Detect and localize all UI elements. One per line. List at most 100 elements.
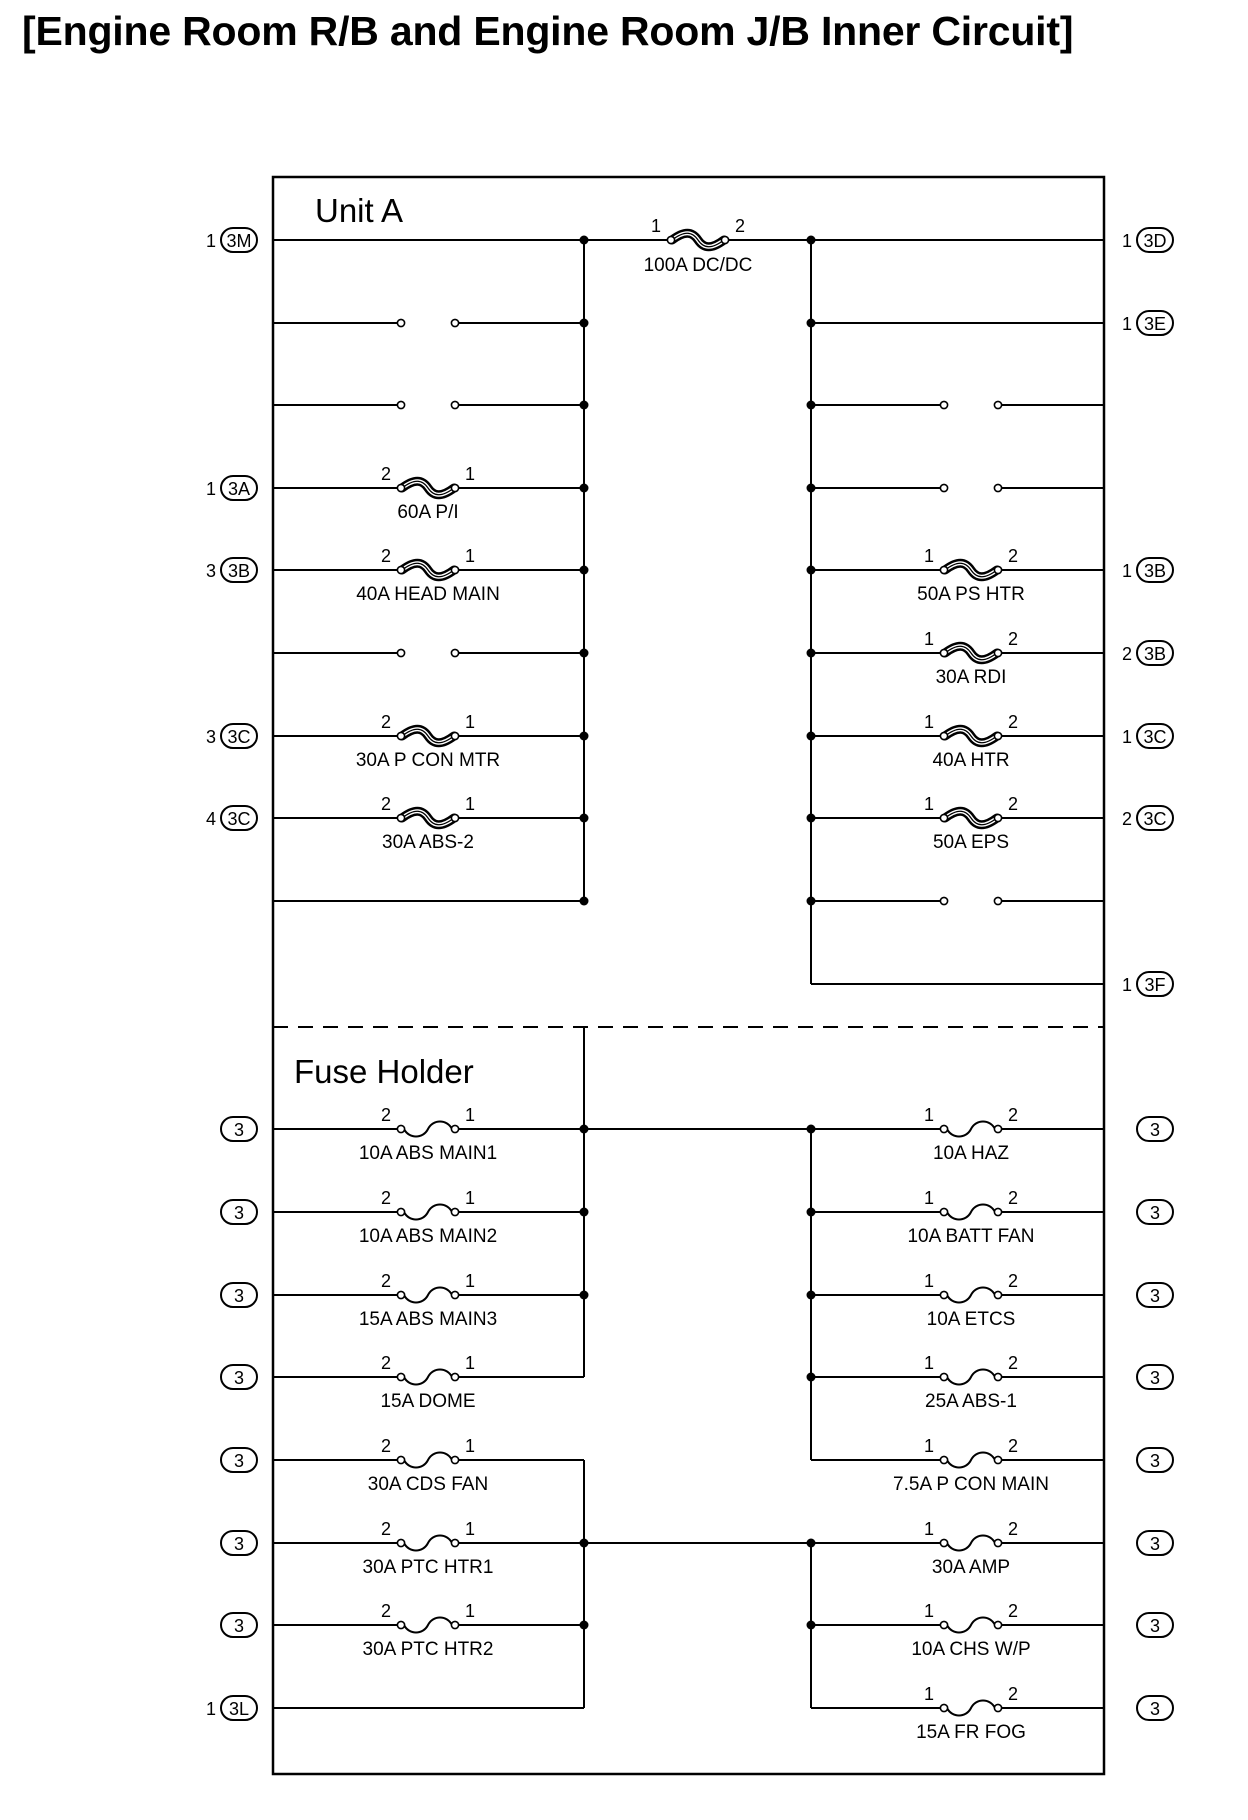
junction-dot (806, 1207, 816, 1217)
fuse-label: 10A HAZ (933, 1143, 1009, 1164)
connector (220, 475, 258, 501)
terminal (993, 1290, 1003, 1300)
connector-code: 3 (234, 1120, 244, 1140)
connector-code: 3 (1150, 1203, 1160, 1223)
junction-dot (579, 1124, 589, 1134)
connector-pin-number: 1 (1122, 314, 1132, 334)
fuse-pin-number: 1 (465, 464, 475, 484)
fuse-pin-number: 2 (1008, 794, 1018, 814)
fuse-element (403, 1451, 453, 1469)
terminal (939, 1538, 949, 1548)
connector (1136, 1199, 1174, 1225)
terminal (993, 1455, 1003, 1465)
fuse-pin-number: 2 (1008, 712, 1018, 732)
fuse-pin-number: 2 (381, 546, 391, 566)
junction-dot (806, 483, 816, 493)
terminal (450, 1207, 460, 1217)
fuse-pin-number: 1 (924, 1519, 934, 1539)
unit-frame (271, 175, 1106, 1776)
fuse-element (403, 1534, 453, 1552)
terminal (720, 235, 730, 245)
fuse-element (946, 1699, 996, 1717)
junction-dot (579, 400, 589, 410)
connector-code: 3M (226, 231, 251, 251)
fuse-label: 30A RDI (936, 667, 1007, 688)
terminal (450, 1290, 460, 1300)
fuse-pin-number: 1 (465, 1105, 475, 1125)
terminal (993, 400, 1003, 410)
fuse-element (403, 1616, 453, 1634)
fuse-pin-number: 1 (465, 1271, 475, 1291)
terminal (396, 318, 406, 328)
junction-dot (579, 565, 589, 575)
junction-dot (579, 483, 589, 493)
fuse-label: 10A ABS MAIN1 (359, 1143, 497, 1164)
fuse-label: 50A PS HTR (917, 584, 1025, 605)
connector (1136, 1116, 1174, 1142)
fuse-pin-number: 1 (465, 1353, 475, 1373)
fuse-pin-number: 2 (1008, 629, 1018, 649)
fuse-label: 10A BATT FAN (907, 1226, 1034, 1247)
connector-pin-number: 1 (1122, 975, 1132, 995)
connector-pin-number: 4 (206, 809, 216, 829)
fuse-label: 15A DOME (380, 1391, 475, 1412)
terminal (993, 648, 1003, 658)
terminal (450, 813, 460, 823)
terminal (450, 483, 460, 493)
connector (1136, 1364, 1174, 1390)
fuse-pin-number: 1 (465, 1436, 475, 1456)
fuse-label: 25A ABS-1 (925, 1391, 1017, 1412)
terminal (396, 1455, 406, 1465)
page-title: [Engine Room R/B and Engine Room J/B Inn… (22, 8, 1074, 54)
fuse-pin-number: 1 (924, 794, 934, 814)
fuse-label: 15A ABS MAIN3 (359, 1309, 497, 1330)
terminal (450, 1372, 460, 1382)
fuse-label: 30A CDS FAN (368, 1474, 488, 1495)
connector-code: 3 (234, 1534, 244, 1554)
terminal (450, 1620, 460, 1630)
terminal (993, 896, 1003, 906)
fuse-element-core (401, 562, 455, 578)
terminal (993, 813, 1003, 823)
terminal (666, 235, 676, 245)
fuse-pin-number: 2 (381, 712, 391, 732)
connector-pin-number: 2 (1122, 809, 1132, 829)
connector-code: 3 (234, 1616, 244, 1636)
fuse-pin-number: 1 (924, 629, 934, 649)
terminal (396, 565, 406, 575)
terminal (939, 731, 949, 741)
terminal (939, 1372, 949, 1382)
fuse-label: 10A CHS W/P (911, 1639, 1030, 1660)
fuse-label: 30A ABS-2 (382, 832, 474, 853)
fuse-element (946, 1368, 996, 1386)
connector (1136, 640, 1174, 666)
terminal (939, 1703, 949, 1713)
fuse-label: 100A DC/DC (644, 255, 753, 276)
connector-code: 3C (227, 809, 250, 829)
terminal (939, 1207, 949, 1217)
connector (1136, 1282, 1174, 1308)
fuse-element-core (944, 562, 998, 578)
connector (1136, 723, 1174, 749)
section-label-unit-a: Unit A (315, 192, 403, 229)
connector (220, 227, 258, 253)
fuse-pin-number: 1 (924, 546, 934, 566)
fuse-element-core (401, 480, 455, 496)
junction-dot (579, 896, 589, 906)
connector (1136, 971, 1174, 997)
connector-code: 3 (234, 1286, 244, 1306)
junction-dot (806, 813, 816, 823)
fuse-pin-number: 1 (924, 1188, 934, 1208)
fuse-element-core (944, 728, 998, 744)
connector (1136, 1612, 1174, 1638)
connector (1136, 557, 1174, 583)
junction-dot (579, 318, 589, 328)
connector-code: 3B (228, 561, 250, 581)
fuse-element-core (401, 728, 455, 744)
connector-pin-number: 1 (1122, 727, 1132, 747)
connector-code: 3B (1144, 644, 1166, 664)
terminal (396, 1207, 406, 1217)
junction-dot (806, 1538, 816, 1548)
fuse-element (403, 1120, 453, 1138)
connector (220, 805, 258, 831)
